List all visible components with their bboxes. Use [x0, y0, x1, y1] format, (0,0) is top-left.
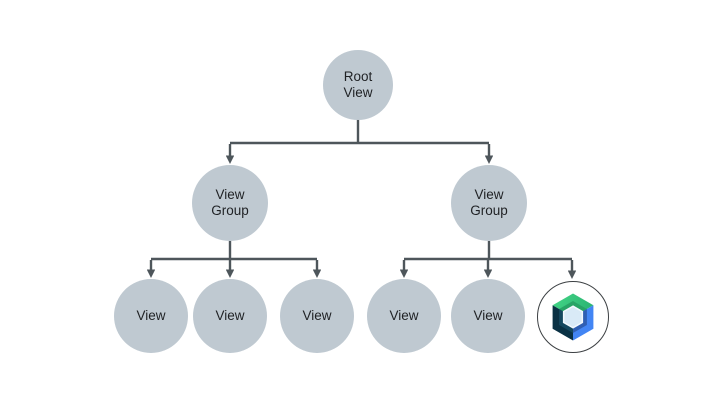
node-view-right-2: View [451, 279, 525, 353]
edge-right-trunk [404, 241, 572, 261]
node-root-view: Root View [323, 50, 393, 120]
jetpack-compose-icon [548, 292, 598, 342]
node-view-left-1: View [114, 279, 188, 353]
node-label: View [302, 307, 332, 323]
node-label: View [473, 307, 503, 323]
node-view-group-right: View Group [451, 165, 527, 241]
node-compose [537, 281, 609, 353]
node-label: View [136, 307, 166, 323]
edge-left-trunk [151, 241, 317, 261]
node-view-group-left: View Group [192, 165, 268, 241]
node-label: View Group [470, 186, 508, 219]
edge-root-trunk [230, 119, 489, 145]
node-label: Root View [343, 68, 373, 101]
node-view-left-2: View [193, 279, 267, 353]
node-label: View [215, 307, 245, 323]
node-label: View [389, 307, 419, 323]
node-view-right-1: View [367, 279, 441, 353]
node-label: View Group [211, 186, 249, 219]
node-view-left-3: View [280, 279, 354, 353]
